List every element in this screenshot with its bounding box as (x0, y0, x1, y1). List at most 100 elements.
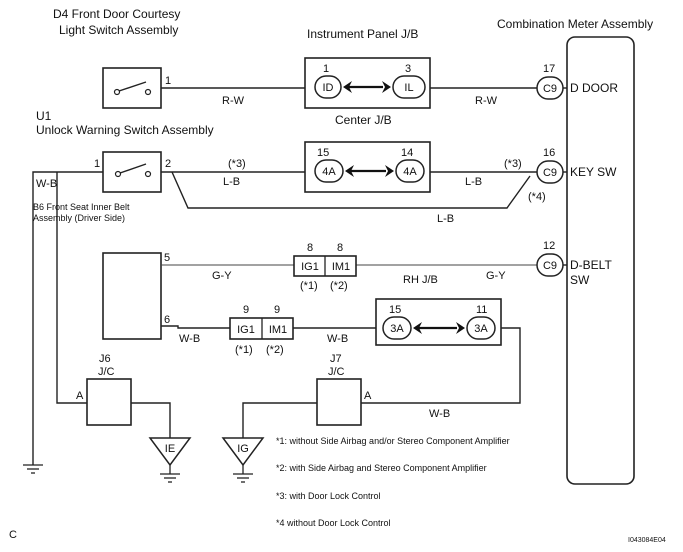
wire-label-wb-2: W-B (179, 333, 200, 345)
center-jb-label: Center J/B (335, 113, 392, 127)
wire-label-wb-3: W-B (327, 333, 348, 345)
terminal-d-door: D DOOR (570, 81, 618, 95)
connector-im1-9-label: IM1 (269, 324, 287, 336)
note-1: *1: without Side Airbag and/or Stereo Co… (276, 436, 510, 446)
mark-s4: (*4) (528, 191, 546, 203)
connector-c9-dbelt-label: C9 (543, 260, 557, 272)
u1-name: Unlock Warning Switch Assembly (36, 123, 214, 137)
pin-j6-a: A (76, 390, 84, 402)
mark-s3-b: (*3) (504, 158, 522, 170)
pin-u1-2: 2 (165, 158, 171, 170)
pin-b6-6: 6 (164, 314, 170, 326)
d4-switch-symbol-icon (113, 81, 152, 96)
ground-ig-icon (221, 437, 265, 483)
connector-il (392, 75, 426, 99)
wire-label-lb-2: L-B (465, 176, 482, 188)
j7-box (316, 378, 362, 426)
u1-code: U1 (36, 109, 52, 123)
wire-label-rw-2: R-W (475, 95, 498, 107)
rh-jb-label: RH J/B (403, 274, 438, 286)
connector-3a-left-label: 3A (390, 323, 404, 335)
combo-meter-title: Combination Meter Assembly (497, 17, 653, 31)
connector-4a-right-label: 4A (403, 166, 417, 178)
connector-c9-keysw-label: C9 (543, 167, 557, 179)
connector-c9-keysw (536, 160, 564, 184)
note-2: *2: with Side Airbag and Stereo Componen… (276, 463, 487, 473)
pin-ig1-9: 9 (243, 304, 249, 316)
d4-title-line2: Light Switch Assembly (59, 23, 178, 37)
d4-switch-box (102, 67, 162, 109)
wire-bypass-lb (171, 171, 531, 209)
pin-u1-1: 1 (94, 158, 100, 170)
wire-label-lb-3: L-B (437, 213, 454, 225)
j7-type: J/C (328, 366, 345, 378)
connector-c9-ddoor (536, 76, 564, 100)
pin-4a-14: 14 (401, 147, 413, 159)
connector-3a-left (382, 316, 412, 340)
jb-link-arrows-icon (343, 81, 391, 93)
pin-im1-9: 9 (274, 304, 280, 316)
pin-ig1-8: 8 (307, 242, 313, 254)
wire-label-gy-2: G-Y (486, 270, 506, 282)
j6-box (86, 378, 132, 426)
wire-label-rw-1: R-W (222, 95, 245, 107)
wire-label-gy-1: G-Y (212, 270, 232, 282)
figure-code: I043084E04 (628, 537, 666, 544)
connector-id-label: ID (323, 82, 334, 94)
u1-switch-symbol-icon (114, 163, 152, 178)
connector-ig1-8-label: IG1 (301, 261, 319, 273)
pin-il: 3 (405, 63, 411, 75)
j7-code: J7 (330, 353, 342, 365)
terminal-d-belt-line2: SW (570, 273, 590, 287)
connector-3a-right-label: 3A (474, 323, 488, 335)
wire-j6-to-ie (131, 402, 171, 438)
mark-s1-a: (*1) (300, 280, 318, 292)
pin-d4-1: 1 (165, 75, 171, 87)
b6-name-line1: B6 Front Seat Inner Belt (33, 202, 130, 212)
connector-c9-dbelt (536, 253, 564, 277)
u1-switch-box (102, 151, 162, 193)
j6-type: J/C (98, 366, 115, 378)
wire-label-wb-4: W-B (429, 408, 450, 420)
ip-jb-title: Instrument Panel J/B (307, 27, 418, 41)
mark-s2-a: (*2) (330, 280, 348, 292)
wire-j7-to-ig (242, 402, 317, 438)
pin-3a-15: 15 (389, 304, 401, 316)
mark-s3-a: (*3) (228, 158, 246, 170)
ground-ie-label: IE (165, 443, 175, 455)
wire-label-wb-1: W-B (36, 178, 57, 190)
jb-link-arrows-4a-icon (345, 165, 394, 177)
pin-4a-15: 15 (317, 147, 329, 159)
note-4: *4 without Door Lock Control (276, 518, 391, 528)
note-3: *3: with Door Lock Control (276, 491, 381, 501)
pin-b6-5: 5 (164, 252, 170, 264)
connector-c9-ddoor-label: C9 (543, 83, 557, 95)
d4-title-line1: D4 Front Door Courtesy (53, 7, 180, 21)
connector-il-label: IL (404, 82, 413, 94)
mark-s1-b: (*1) (235, 344, 253, 356)
b6-belt-box (102, 252, 162, 340)
wire-u1-ground (32, 171, 103, 465)
wire-label-lb-1: L-B (223, 176, 240, 188)
wire-b6-to-ig1b (161, 325, 230, 329)
pin-meter-17: 17 (543, 63, 555, 75)
ground-ig-label: IG (237, 443, 249, 455)
connector-id (314, 75, 342, 99)
pin-meter-12: 12 (543, 240, 555, 252)
combo-meter-box (566, 36, 635, 485)
terminal-key-sw: KEY SW (570, 165, 617, 179)
mark-s2-b: (*2) (266, 344, 284, 356)
connector-im1-8-label: IM1 (332, 261, 350, 273)
pin-meter-16: 16 (543, 147, 555, 159)
pin-id: 1 (323, 63, 329, 75)
corner-letter: C (9, 529, 17, 541)
wire-j6-a (56, 172, 87, 404)
b6-name-line2: Assembly (Driver Side) (33, 213, 125, 223)
pin-j7-a: A (364, 390, 372, 402)
wire-3a-to-j7 (361, 327, 521, 404)
pin-3a-11: 11 (476, 304, 487, 316)
ground-ie-icon (148, 437, 192, 483)
connector-4a-left-label: 4A (322, 166, 336, 178)
